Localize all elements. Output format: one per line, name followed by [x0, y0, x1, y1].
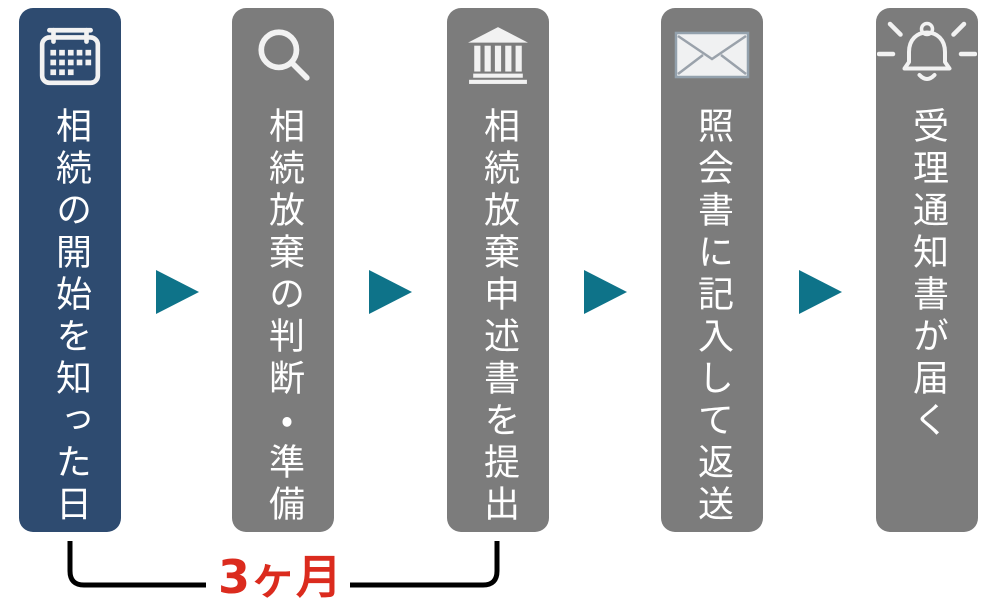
step-label: 受理通知書が届く	[907, 107, 948, 443]
arrow-right-icon	[799, 270, 842, 314]
arrow-right-icon	[369, 270, 412, 314]
envelope-icon	[674, 23, 750, 87]
calendar-icon	[37, 23, 103, 87]
search-icon	[254, 23, 312, 87]
arrow-right-icon	[156, 270, 199, 314]
flow-step-return-inquiry-form: 照会書に記入して返送	[661, 8, 763, 532]
flow-step-submit-petition: 相続放棄申述書を提出	[447, 8, 549, 532]
step-label: 相続放棄申述書を提出	[478, 107, 519, 527]
flow-step-acceptance-notice: 受理通知書が届く	[876, 8, 978, 532]
flow-step-start-date: 相続の開始を知った日	[19, 8, 121, 532]
arrow-right-icon	[584, 270, 627, 314]
bank-icon	[467, 23, 529, 87]
step-label: 相続の開始を知った日	[50, 107, 91, 527]
duration-label: 3ヶ月	[217, 550, 342, 604]
step-label: 照会書に記入して返送	[692, 107, 733, 527]
duration-bracket	[67, 541, 500, 588]
bell-icon	[877, 21, 977, 87]
step-label: 相続放棄の判断・準備	[263, 107, 304, 527]
flow-step-decision-preparation: 相続放棄の判断・準備	[232, 8, 334, 532]
